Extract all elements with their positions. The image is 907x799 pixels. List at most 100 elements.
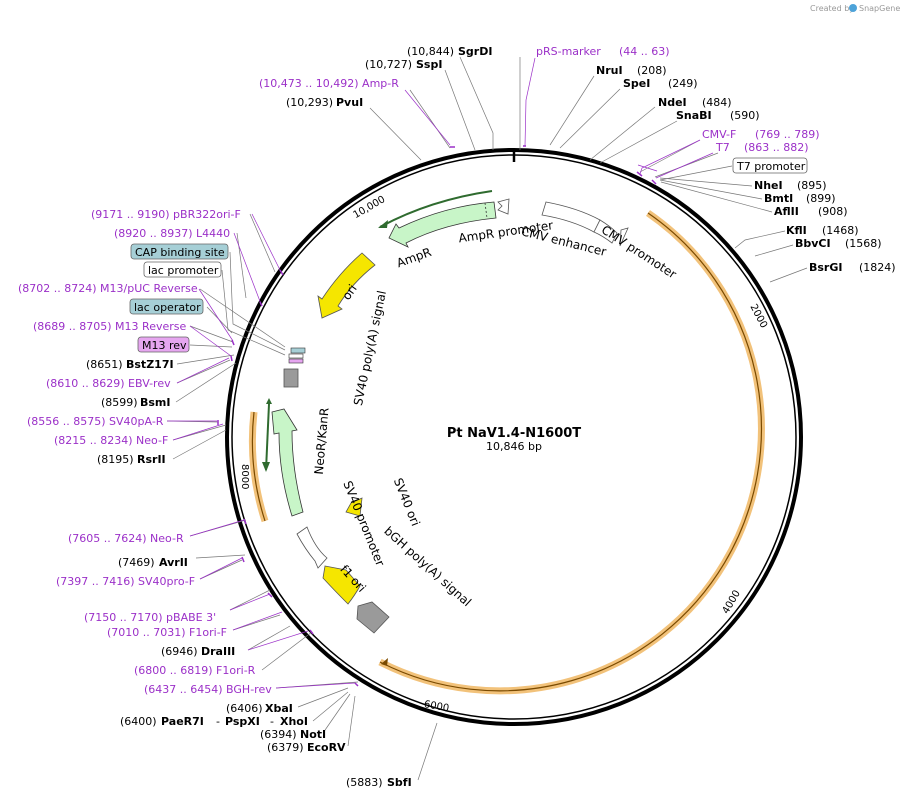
- credit-text: Created by: [810, 4, 854, 13]
- site-avrii: AvrII: [159, 556, 188, 569]
- sv40-polya-feature: [283, 368, 299, 388]
- site-sspi: SspI: [416, 58, 442, 71]
- m13-rev-label: M13 rev: [142, 339, 187, 352]
- site-aflii: AflII: [774, 205, 799, 218]
- neor-label: NeoR/KanR: [312, 407, 332, 475]
- site-pvui-pos: (10,293): [286, 96, 333, 109]
- neor-feature: [271, 408, 304, 517]
- site-sbfi: SbfI: [387, 776, 412, 789]
- site-draiii-pos: (6946): [161, 645, 198, 658]
- site-ecorv-pos: (6379): [267, 741, 304, 754]
- site-rsrii-pos: (8195): [97, 453, 134, 466]
- orf-arc-small-line: [251, 411, 266, 522]
- primer-pbabe3: (7150 .. 7170) pBABE 3': [84, 611, 216, 624]
- connector-lines: [166, 56, 808, 781]
- site-xbai-pos: (6406): [226, 702, 263, 715]
- multi-site-sep-1: -: [216, 715, 220, 728]
- site-nrui-pos: (208): [637, 64, 667, 77]
- primer-f1ori-f: (7010 .. 7031) F1ori-F: [107, 626, 227, 639]
- t7-promoter-label: T7 promoter: [736, 160, 806, 173]
- lac-promoter-feature: [288, 353, 304, 359]
- plasmid-length: 10,846 bp: [486, 440, 542, 453]
- orf-arc-small: [248, 411, 269, 523]
- cap-binding-site-feature: [290, 347, 306, 354]
- site-pspxi: PspXI: [225, 715, 260, 728]
- tick-2000: 2000: [747, 302, 769, 330]
- primer-pbr322ori-f: (9171 .. 9190) pBR322ori-F: [91, 208, 241, 221]
- site-bstz17i: BstZ17I: [126, 358, 174, 371]
- f1-ori-feature: [322, 565, 361, 605]
- primer-f1ori-r: (6800 .. 6819) F1ori-R: [134, 664, 256, 677]
- sv40-promoter-label: SV40 promoter: [340, 479, 387, 568]
- site-xbai: XbaI: [265, 702, 293, 715]
- site-spei-pos: (249): [668, 77, 698, 90]
- primer-lines: [167, 57, 714, 689]
- primer-ebv-rev: (8610 .. 8629) EBV-rev: [46, 377, 171, 390]
- site-noti-pos: (6394): [260, 728, 297, 741]
- site-xhoi: XhoI: [280, 715, 308, 728]
- site-sspi-pos: (10,727): [365, 58, 412, 71]
- features: [262, 190, 629, 634]
- primer-t7: T7: [715, 141, 730, 154]
- feature-labels: AmpR AmpR promoter CMV enhancer CMV prom…: [312, 218, 679, 609]
- sv40-promoter-feature: [296, 526, 328, 569]
- site-bbvci: BbvCI: [795, 237, 831, 250]
- primer-sv40pa-r: (8556 .. 8575) SV40pA-R: [27, 415, 164, 428]
- m13-rev-feature: [288, 358, 304, 364]
- multi-site-sep-2: -: [270, 715, 274, 728]
- site-bbvci-pos: (1568): [845, 237, 882, 250]
- lac-operator-label: lac operator: [134, 301, 201, 314]
- site-avrii-pos: (7469): [118, 556, 155, 569]
- orf-arrowhead: [381, 658, 388, 666]
- site-ecorv: EcoRV: [307, 741, 346, 754]
- site-spei: SpeI: [623, 77, 650, 90]
- site-paer7i: PaeR7I: [161, 715, 204, 728]
- primer-neo-f: (8215 .. 8234) Neo-F: [54, 434, 168, 447]
- ampr-feature: [388, 201, 497, 248]
- primer-m13-reverse: (8689 .. 8705) M13 Reverse: [33, 320, 186, 333]
- primer-prs-marker-range: (44 .. 63): [619, 45, 670, 58]
- primer-neo-r: (7605 .. 7624) Neo-R: [68, 532, 184, 545]
- site-sbfi-pos: (5883): [346, 776, 383, 789]
- cap-binding-site-label: CAP binding site: [135, 246, 225, 259]
- site-sgrdi-pos: (10,844): [407, 45, 454, 58]
- site-kfli: KflI: [786, 224, 807, 237]
- cap-binding-site-box: [130, 243, 229, 260]
- primer-amp-r: (10,473 .. 10,492) Amp-R: [259, 77, 399, 90]
- lac-operator-box: [129, 298, 204, 315]
- primer-bgh-rev: (6437 .. 6454) BGH-rev: [144, 683, 272, 696]
- ampr-promoter-feature: [497, 198, 510, 215]
- boxed-labels: T7 promoter CAP binding site lac promote…: [129, 157, 808, 353]
- orf-arc-large: [378, 210, 765, 695]
- site-nhei-pos: (895): [797, 179, 827, 192]
- ori-feature: [317, 252, 376, 319]
- snapgene-logo-icon: [849, 4, 857, 12]
- ampr-line-arrow: [378, 220, 388, 228]
- neor-line: [265, 403, 270, 471]
- ampr-line: [379, 190, 493, 228]
- site-bsrgi: BsrGI: [809, 261, 842, 274]
- m13-rev-box: [137, 336, 190, 353]
- site-labels: (10,844) SgrDI (10,727) SspI (10,293) Pv…: [86, 45, 896, 789]
- site-bmti-pos: (899): [806, 192, 836, 205]
- primer-cmv-f-range: (769 .. 789): [755, 128, 820, 141]
- site-snabi-pos: (590): [730, 109, 760, 122]
- bgh-polya-feature: [356, 601, 390, 634]
- site-sgrdi: SgrDI: [458, 45, 492, 58]
- primer-labels: pRS-marker (44 .. 63) (10,473 .. 10,492)…: [18, 45, 820, 696]
- multi-site-pos: (6400): [120, 715, 157, 728]
- ampr-label: AmpR: [395, 245, 433, 270]
- site-pvui: PvuI: [336, 96, 363, 109]
- site-snabi: SnaBI: [676, 109, 712, 122]
- site-aflii-pos: (908): [818, 205, 848, 218]
- site-kfli-pos: (1468): [822, 224, 859, 237]
- primer-prs-marker: pRS-marker: [536, 45, 601, 58]
- site-bsrgi-pos: (1824): [859, 261, 896, 274]
- primer-cmv-f: CMV-F: [702, 128, 736, 141]
- site-bsmi: BsmI: [140, 396, 171, 409]
- orf-arc-large-line: [379, 212, 763, 692]
- site-bmti: BmtI: [764, 192, 793, 205]
- primer-t7-range: (863 .. 882): [744, 141, 809, 154]
- sv40-polya-label: SV40 poly(A) signal: [351, 289, 389, 407]
